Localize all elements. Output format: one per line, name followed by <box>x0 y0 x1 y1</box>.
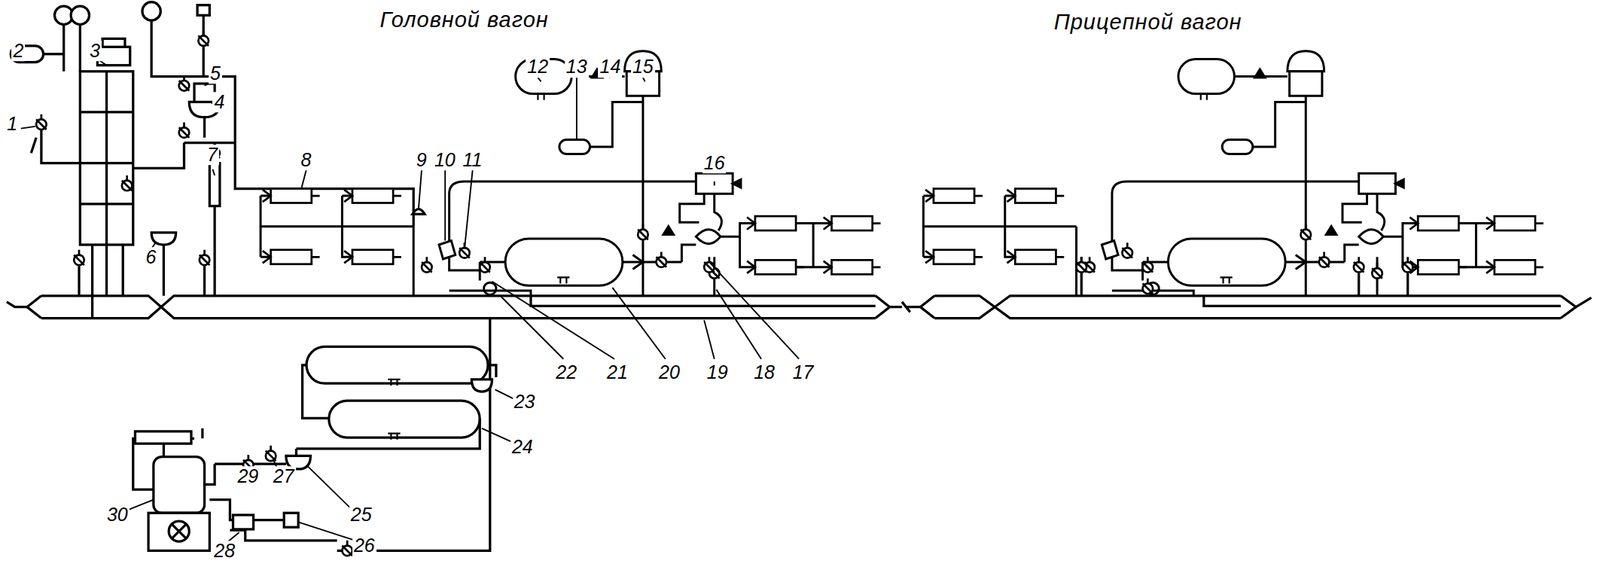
callout-number: 19 <box>705 362 730 384</box>
callout-number: 24 <box>510 436 535 458</box>
callout-number: 25 <box>349 505 374 527</box>
callout-number: 4 <box>212 91 226 113</box>
callout-number: 29 <box>235 466 260 488</box>
callout-number: 18 <box>752 362 777 384</box>
callout-number: 26 <box>352 535 377 557</box>
callout-number: 20 <box>657 362 682 384</box>
callout-number: 27 <box>271 466 296 488</box>
callout-number: 2 <box>11 40 25 62</box>
callout-number: 13 <box>564 57 589 79</box>
callout-number: 6 <box>144 246 159 269</box>
callout-number: 23 <box>512 391 537 413</box>
callout-number: 3 <box>88 40 102 62</box>
callout-number: 17 <box>791 362 816 384</box>
callout-number: 10 <box>432 149 458 171</box>
callout-number: 8 <box>299 149 314 171</box>
callout-number: 5 <box>208 63 223 85</box>
callout-number: 1 <box>5 114 19 136</box>
callout-number: 16 <box>702 152 727 174</box>
car-heading: Прицепной вагон <box>1052 10 1244 35</box>
callout-number: 11 <box>460 149 484 171</box>
car-heading: Головной вагон <box>378 8 551 33</box>
callout-number: 15 <box>630 57 656 79</box>
callout-number: 12 <box>525 57 550 79</box>
callout-number: 7 <box>205 144 220 166</box>
callout-number: 14 <box>598 57 623 79</box>
callout-number: 28 <box>212 540 237 562</box>
callout-number: 9 <box>414 149 429 171</box>
callout-number: 21 <box>605 362 630 384</box>
callout-number: 22 <box>554 362 579 384</box>
callout-number: 30 <box>105 505 130 527</box>
